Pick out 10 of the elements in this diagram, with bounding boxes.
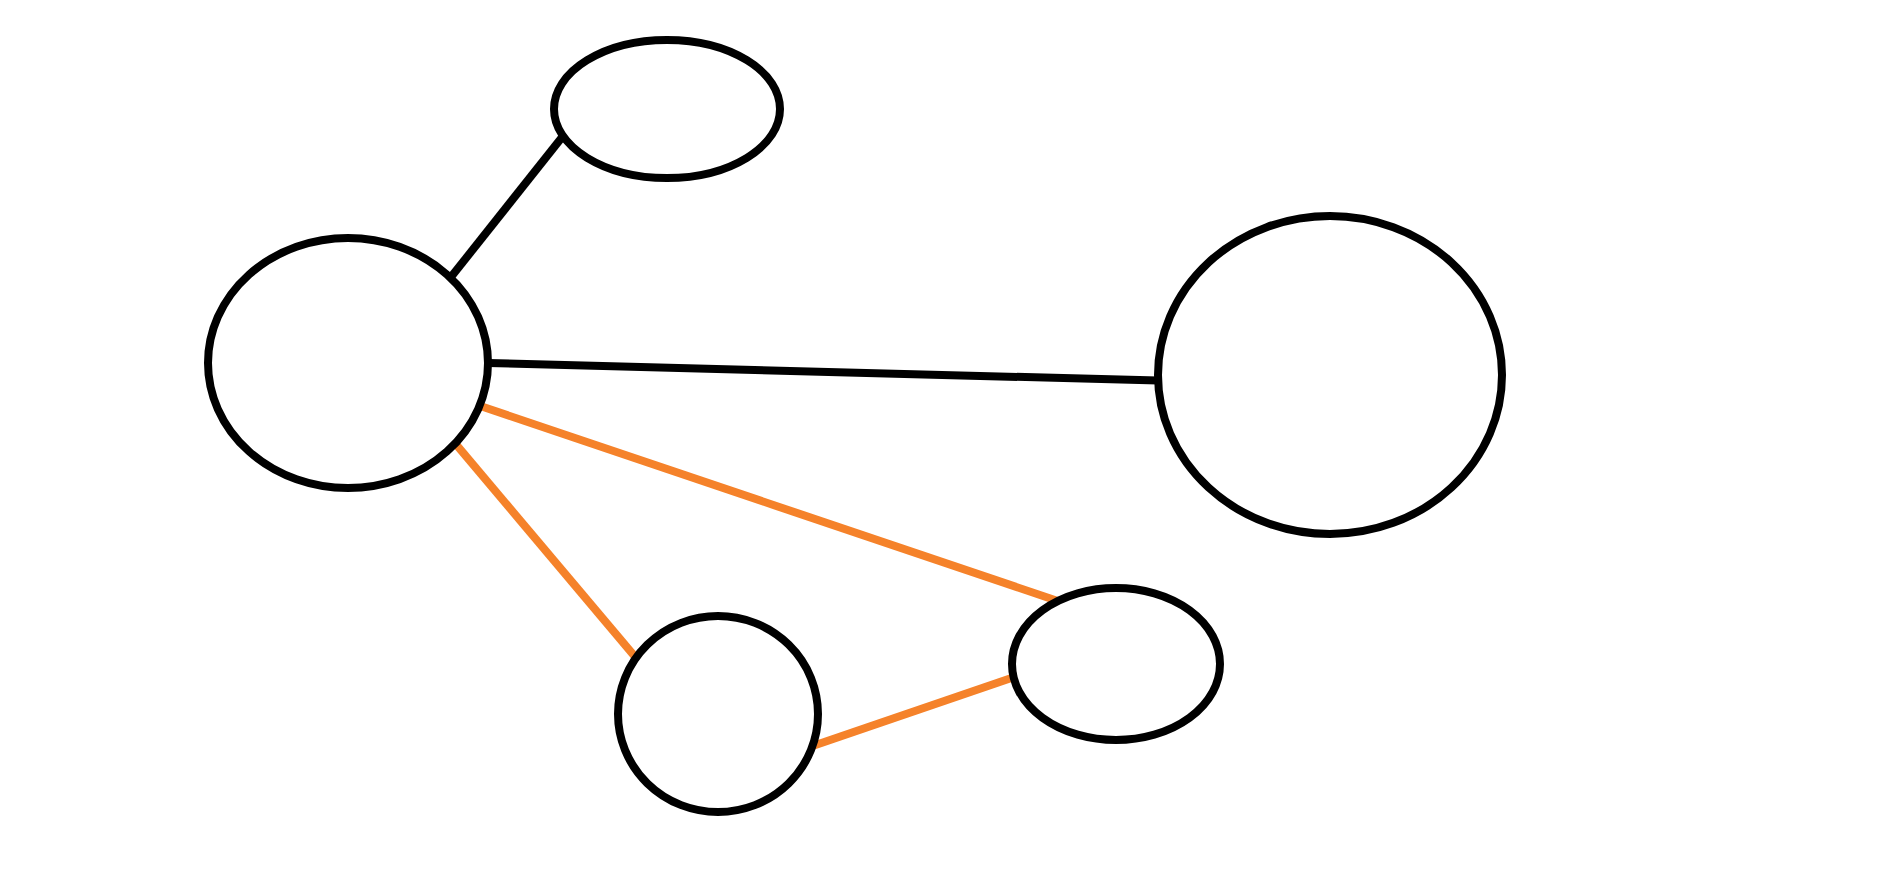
connector-line xyxy=(447,133,567,281)
oval-node xyxy=(1008,584,1224,744)
connector-line xyxy=(487,359,1159,385)
oval-node xyxy=(204,234,492,492)
oval-node xyxy=(614,612,822,816)
connector-line xyxy=(811,673,1015,750)
oval-node xyxy=(1154,212,1506,538)
connector-line xyxy=(452,440,640,661)
connector-line xyxy=(478,402,1060,605)
oval-node xyxy=(550,36,784,182)
